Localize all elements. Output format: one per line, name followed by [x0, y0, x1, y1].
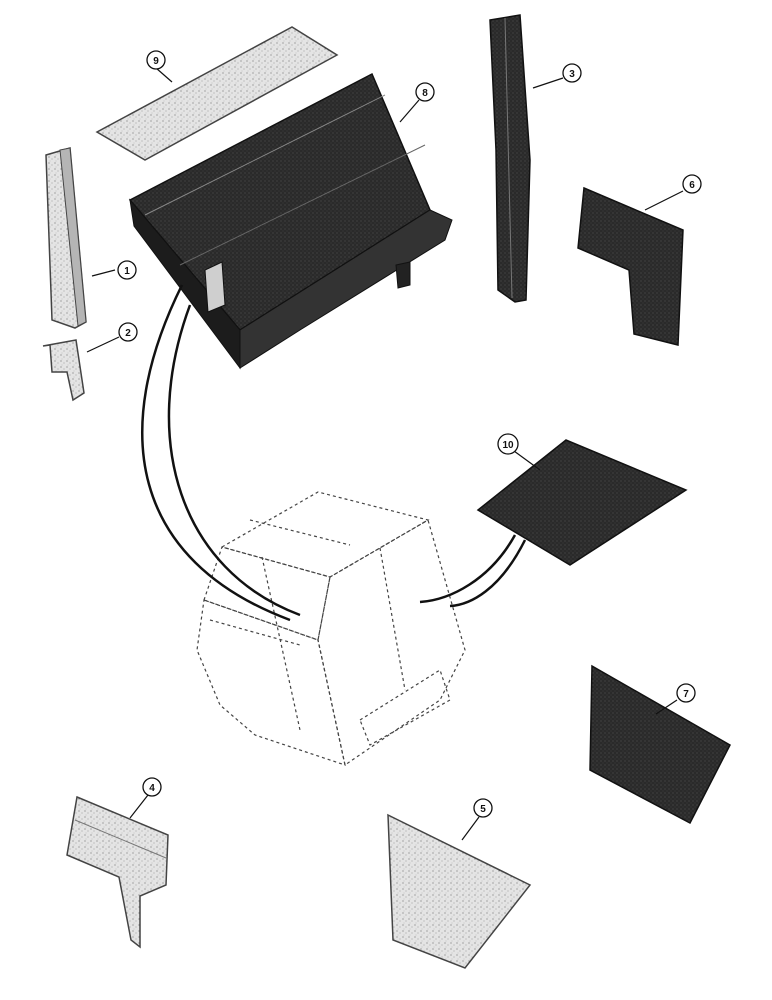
callout-7: 7 [676, 683, 696, 703]
svg-text:5: 5 [480, 804, 486, 815]
callout-10: 10 [497, 433, 519, 455]
svg-text:2: 2 [125, 328, 131, 339]
callout-9: 9 [146, 50, 166, 70]
callout-6: 6 [682, 174, 702, 194]
svg-text:8: 8 [422, 88, 428, 99]
callout-leaders [86, 67, 684, 841]
part-3-pillar-trim [489, 14, 531, 303]
part-5-lower-panel [387, 813, 532, 969]
svg-text:7: 7 [683, 689, 689, 700]
callout-4: 4 [142, 777, 162, 797]
leader-curves [141, 284, 527, 622]
part-10-floor-mat [476, 439, 688, 566]
part-4-lower-trim [66, 795, 169, 949]
callout-8: 8 [415, 82, 435, 102]
part-9-panel [95, 26, 339, 161]
svg-text:9: 9 [153, 56, 159, 67]
svg-text:10: 10 [502, 440, 514, 451]
callout-2: 2 [118, 322, 138, 342]
callout-3: 3 [562, 63, 582, 83]
part-6-side-panel [577, 186, 684, 346]
svg-text:6: 6 [689, 180, 695, 191]
svg-text:4: 4 [149, 783, 155, 794]
part-8-headliner [128, 72, 453, 370]
part-7-rear-panel [589, 664, 731, 825]
svg-text:3: 3 [569, 69, 575, 80]
part-1-post-trim [45, 147, 87, 329]
callout-5: 5 [473, 798, 493, 818]
part-2-bracket [42, 339, 85, 402]
cab-outline [196, 491, 466, 766]
callout-1: 1 [117, 260, 137, 280]
svg-text:1: 1 [124, 266, 130, 277]
